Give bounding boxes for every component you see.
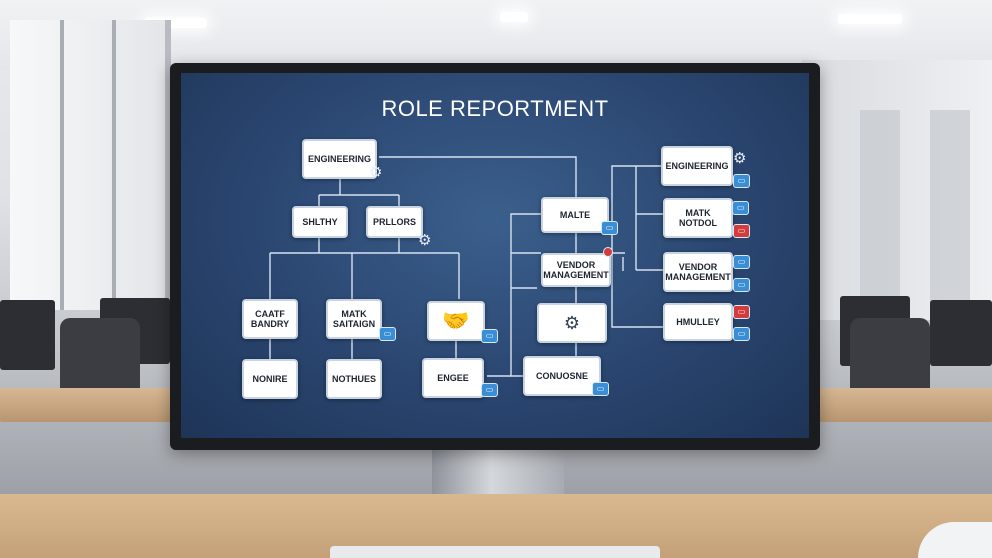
badge-icon: ▭: [733, 174, 750, 188]
node-prllors[interactable]: PRLLORS: [366, 206, 423, 238]
ceiling-light: [145, 18, 207, 28]
ceiling-light: [838, 14, 902, 24]
node-vendor-management-center[interactable]: VENDOR MANAGEMENT: [541, 253, 611, 287]
badge-icon: ▭: [592, 382, 609, 396]
monitor-screen: ROLE REPORTMENT ENGINEERING ⚙ SHLTHY PRL…: [181, 73, 809, 438]
badge-icon: ▭: [733, 255, 750, 269]
badge-icon: ▭: [733, 327, 750, 341]
ceiling-light: [500, 12, 528, 22]
glass-partition: [860, 110, 900, 330]
settings-card-icon: ⚙: [563, 313, 581, 333]
node-nonire[interactable]: NONIRE: [242, 359, 298, 399]
node-caatf-bandry[interactable]: CAATF BANDRY: [242, 299, 298, 339]
gear-icon: ⚙: [733, 150, 747, 167]
badge-alert-icon: ▭: [733, 224, 750, 238]
node-vendor-management-right[interactable]: VENDOR MANAGEMENT: [663, 252, 733, 292]
badge-icon: ▭: [481, 329, 498, 343]
node-matk-saitaign[interactable]: MATK SAITAIGN: [326, 299, 382, 339]
page-title: ROLE REPORTMENT: [381, 96, 609, 121]
window-mullion: [112, 20, 116, 310]
node-matk-notdol[interactable]: MATK NOTDOL: [663, 198, 733, 238]
background-monitor: [0, 300, 55, 370]
node-engineering-left[interactable]: ENGINEERING: [302, 139, 377, 179]
badge-alert-icon: ▭: [733, 305, 750, 319]
glass-partition: [930, 110, 970, 330]
node-engee[interactable]: ENGEE: [422, 358, 484, 398]
node-malte[interactable]: MALTE: [541, 197, 609, 233]
keyboard: [330, 546, 660, 558]
node-engineering-right[interactable]: ENGINEERING: [661, 146, 733, 186]
background-monitor: [930, 300, 992, 366]
background-desk: [0, 388, 172, 422]
badge-icon: ▭: [379, 327, 396, 341]
window-mullion: [60, 20, 64, 310]
node-settings-card[interactable]: ⚙: [537, 303, 607, 343]
node-nothues[interactable]: NOTHUES: [326, 359, 382, 399]
node-conuosne[interactable]: CONUOSNE: [523, 356, 601, 396]
node-hmulley[interactable]: HMULLEY: [663, 303, 733, 341]
background-desk: [820, 388, 992, 422]
alert-dot-icon: [603, 247, 613, 257]
gear-icon: ⚙: [369, 164, 383, 181]
node-shlthy[interactable]: SHLTHY: [292, 206, 348, 238]
badge-icon: ▭: [601, 221, 618, 235]
badge-icon: ▭: [481, 383, 498, 397]
node-handshake[interactable]: 🤝: [427, 301, 485, 341]
badge-icon: ▭: [733, 278, 750, 292]
gear-icon: ⚙: [418, 232, 432, 249]
handshake-icon: 🤝: [442, 308, 470, 333]
office-window: [10, 20, 171, 310]
badge-icon: ▭: [732, 201, 749, 215]
